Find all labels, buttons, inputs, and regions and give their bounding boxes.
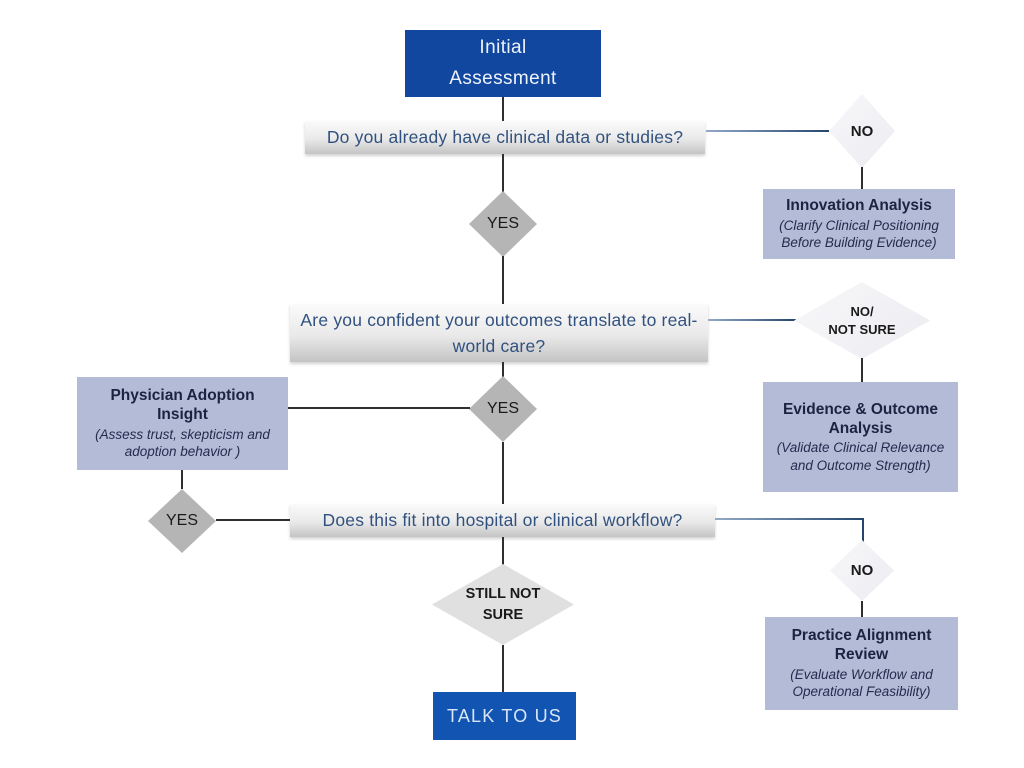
- connector-q3-to-no2-horizontal: [715, 518, 864, 520]
- decision-still-not-sure-line2: SURE: [482, 606, 524, 623]
- decision-no-not-sure: NO/ NOT SURE: [794, 282, 930, 359]
- connector-notsure-to-evidence: [861, 358, 863, 382]
- innovation-subtitle: (Clarify Clinical Positioning Before Bui…: [779, 217, 939, 251]
- start-node-initial-assessment: Initial Assessment: [405, 30, 601, 97]
- decision-yes-2-label: YES: [486, 400, 519, 417]
- connector-yes2-to-q3: [502, 442, 504, 505]
- decision-yes-1-label: YES: [486, 215, 519, 232]
- start-node-label-line1: Initial: [479, 37, 527, 59]
- practice-subtitle: (Evaluate Workflow and Operational Feasi…: [790, 666, 933, 700]
- question-clinical-data: Do you already have clinical data or stu…: [305, 121, 705, 154]
- decision-no-not-sure-line1: NO/: [850, 303, 874, 319]
- connector-q2-to-yes2: [502, 362, 504, 378]
- connector-no1-to-innovation: [861, 167, 863, 189]
- decision-still-not-sure: STILL NOT SURE: [432, 564, 574, 645]
- decision-yes-1: YES: [469, 191, 537, 257]
- connector-q3-to-stillnotsure: [502, 537, 504, 566]
- question-outcomes-translate: Are you confident your outcomes translat…: [290, 304, 708, 362]
- evidence-subtitle: (Validate Clinical Relevance and Outcome…: [776, 440, 945, 473]
- connector-yes2-to-physician: [288, 407, 470, 409]
- connector-no2-to-practice: [861, 601, 863, 617]
- connector-q1-to-no: [706, 130, 829, 132]
- practice-title: Practice Alignment Review: [791, 627, 932, 664]
- decision-no-2-label: NO: [850, 562, 874, 579]
- decision-no-1: NO: [829, 94, 895, 168]
- connector-yes3-to-q3: [216, 519, 291, 521]
- outcome-practice-alignment: Practice Alignment Review (Evaluate Work…: [765, 617, 958, 710]
- decision-yes-3: YES: [148, 489, 216, 553]
- decision-no-1-label: NO: [850, 122, 874, 140]
- evidence-title: Evidence & Outcome Analysis: [782, 400, 939, 437]
- decision-yes-2: YES: [469, 376, 537, 442]
- outcome-evidence-analysis: Evidence & Outcome Analysis (Validate Cl…: [763, 382, 958, 492]
- connector-yes1-to-q2: [502, 256, 504, 305]
- question-workflow-fit-text: Does this fit into hospital or clinical …: [322, 510, 683, 531]
- question-workflow-fit: Does this fit into hospital or clinical …: [290, 504, 715, 537]
- physician-title: Physician Adoption Insight: [110, 387, 255, 424]
- innovation-title: Innovation Analysis: [786, 197, 932, 215]
- connector-q2-to-notsure: [708, 319, 796, 321]
- start-node-label-line2: Assessment: [449, 67, 557, 89]
- decision-yes-3-label: YES: [165, 512, 198, 529]
- connector-stillnotsure-to-talk: [502, 645, 504, 692]
- outcome-innovation-analysis: Innovation Analysis (Clarify Clinical Po…: [763, 189, 955, 259]
- talk-to-us-label: TALK TO US: [446, 705, 563, 726]
- question-clinical-data-text: Do you already have clinical data or stu…: [326, 127, 684, 148]
- decision-still-not-sure-line1: STILL NOT: [465, 586, 541, 603]
- connector-q3-to-no2-vertical: [862, 518, 864, 542]
- connector-q1-to-yes1: [502, 154, 504, 192]
- decision-no-not-sure-line2: NOT SURE: [828, 321, 896, 337]
- physician-subtitle: (Assess trust, skepticism and adoption b…: [95, 426, 270, 460]
- talk-to-us-button[interactable]: TALK TO US: [433, 692, 576, 740]
- outcome-physician-adoption: Physician Adoption Insight (Assess trust…: [77, 377, 288, 470]
- connector-physician-to-yes3: [181, 470, 183, 489]
- decision-no-2: NO: [830, 540, 894, 601]
- connector-start-to-q1: [502, 97, 504, 122]
- question-outcomes-translate-text: Are you confident your outcomes translat…: [300, 309, 698, 356]
